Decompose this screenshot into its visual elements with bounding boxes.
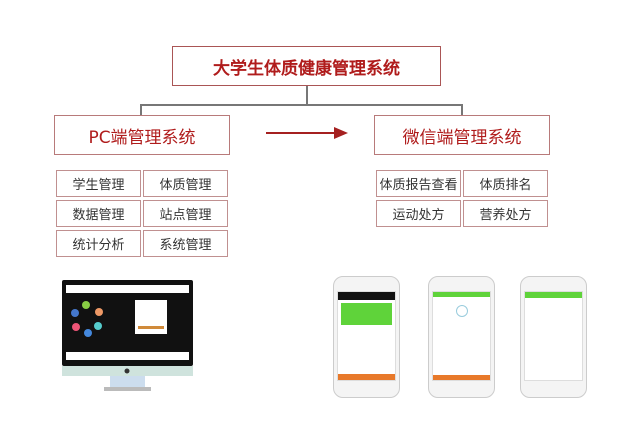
phone-mockup-ranking: [520, 276, 587, 398]
connector-vertical: [306, 86, 308, 104]
wechat-system-box: 微信端管理系统: [374, 115, 550, 155]
pc-item-student: 学生管理: [56, 170, 141, 197]
phone-mockup-report: [428, 276, 495, 398]
wechat-item-ranking: 体质排名: [463, 170, 548, 197]
connector-right: [461, 104, 463, 115]
arrow-right-icon: [266, 127, 348, 139]
pc-item-system: 系统管理: [143, 230, 228, 257]
system-title-box: 大学生体质健康管理系统: [172, 46, 441, 86]
wechat-item-nutrition: 营养处方: [463, 200, 548, 227]
connector-left: [140, 104, 142, 115]
phone-mockup-home: [333, 276, 400, 398]
pc-item-physique: 体质管理: [143, 170, 228, 197]
connector-horizontal: [140, 104, 462, 106]
pc-item-site: 站点管理: [143, 200, 228, 227]
pc-item-stats: 统计分析: [56, 230, 141, 257]
pc-system-box: PC端管理系统: [54, 115, 230, 155]
pc-item-data: 数据管理: [56, 200, 141, 227]
wechat-item-report: 体质报告查看: [376, 170, 461, 197]
desktop-monitor-image: [62, 280, 193, 391]
wechat-item-exercise: 运动处方: [376, 200, 461, 227]
